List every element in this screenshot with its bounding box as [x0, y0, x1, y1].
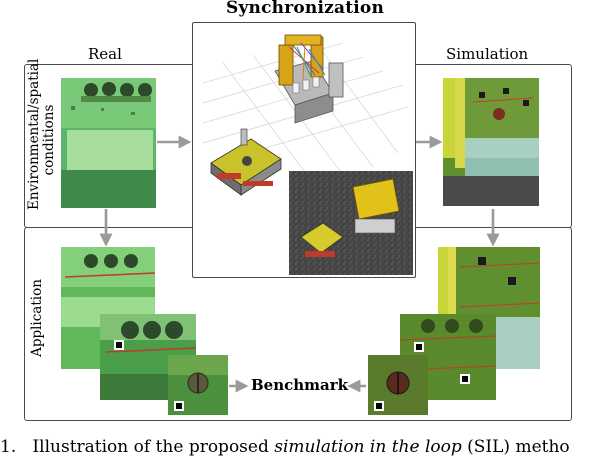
synchronization-title: Synchronization — [226, 0, 385, 18]
manipulator-icon — [274, 34, 344, 124]
real-header: Real — [88, 45, 122, 63]
real-environment-image — [61, 78, 156, 208]
caption-prefix: 1. Illustration of the proposed — [0, 437, 275, 457]
real-application-image-3 — [168, 355, 228, 415]
sim-application-image-3 — [368, 355, 428, 415]
caption-suffix: (SIL) metho — [461, 437, 570, 457]
simulation-header: Simulation — [446, 45, 529, 63]
synchronization-box — [192, 22, 416, 278]
figure-caption: 1. Illustration of the proposed simulati… — [0, 437, 600, 460]
caption-italic: simulation in the loop — [274, 437, 462, 457]
real-scene-inset — [289, 171, 413, 275]
sim-vehicle-icon — [210, 128, 282, 196]
synchronization-scene — [202, 34, 413, 275]
benchmark-label: Benchmark — [251, 376, 349, 394]
sim-environment-image — [443, 78, 539, 206]
